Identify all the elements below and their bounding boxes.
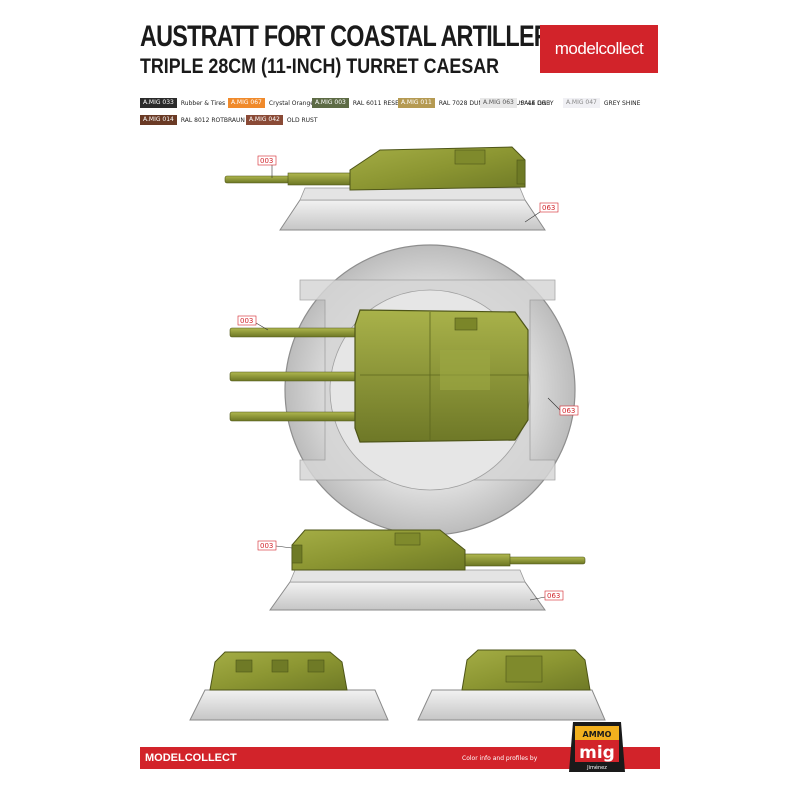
brand-logo: modelcollect — [540, 25, 658, 73]
ammo-mig-logo: AMMO mig Jiménez — [569, 722, 625, 772]
footer-bar — [140, 747, 660, 769]
paint-code: A.MIG 011 — [398, 98, 435, 108]
paint-name: Crystal Orange — [268, 99, 314, 107]
callout-side-top-barrel: 003 — [260, 157, 273, 165]
callout-side-bottom-base: 063 — [547, 592, 560, 600]
page-subtitle: TRIPLE 28CM (11-INCH) TURRET CAESAR — [140, 55, 500, 78]
page-title: AUSTRATT FORT COASTAL ARTILLERY SITE — [140, 20, 619, 53]
paint-name: Rubber & Tires — [180, 99, 226, 107]
paint-name: GREY SHINE — [603, 99, 641, 107]
paint-name: RAL 6011 RESEDAGRÜN — [352, 99, 426, 107]
svg-text:Jiménez: Jiménez — [586, 764, 607, 771]
footer-brand: MODELCOLLECT — [145, 752, 237, 764]
side-view-left — [224, 146, 546, 231]
paint-code: A.MIG 014 — [140, 115, 177, 125]
paint-code: A.MIG 067 — [228, 98, 265, 108]
paint-name: OLD RUST — [286, 116, 318, 124]
svg-text:mig: mig — [579, 743, 615, 763]
callout-side-bottom-barrel: 003 — [260, 542, 273, 550]
rear-view — [417, 649, 606, 721]
top-view — [229, 244, 576, 536]
callout-top-barrel: 003 — [240, 317, 253, 325]
paint-code: A.MIG 042 — [246, 115, 283, 125]
front-view — [189, 651, 389, 721]
callout-side-top-base: 063 — [542, 204, 555, 212]
svg-text:AMMO: AMMO — [583, 730, 612, 739]
paint-code: A.MIG 003 — [312, 98, 349, 108]
callout-top-base: 063 — [562, 407, 575, 415]
paint-code: A.MIG 033 — [140, 98, 177, 108]
callout-lines — [255, 162, 561, 601]
side-view-right — [269, 529, 586, 611]
paint-code: A.MIG 047 — [563, 98, 600, 108]
paint-name: PALE GREY — [520, 99, 554, 107]
paint-code: A.MIG 063 — [480, 98, 517, 108]
footer-credit: Color info and profiles by — [462, 755, 538, 762]
paint-name: RAL 8012 ROTBRAUN — [180, 116, 245, 124]
